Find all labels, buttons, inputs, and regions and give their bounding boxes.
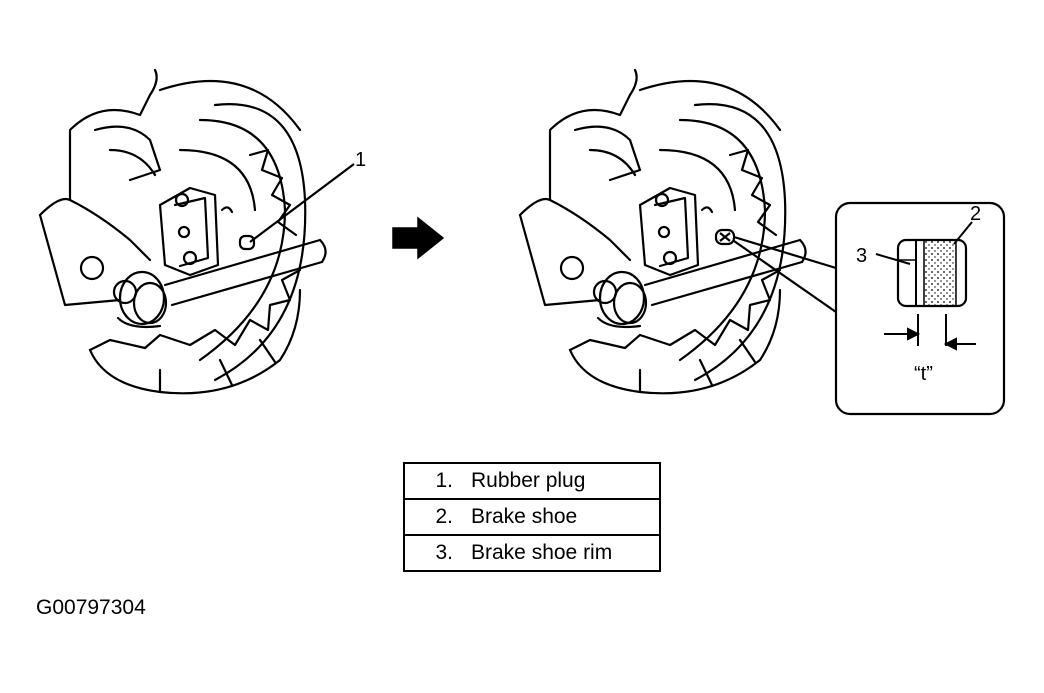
left-assembly-view — [38, 68, 327, 395]
rubber-plug-marker — [238, 163, 355, 251]
legend-row: 2. Brake shoe — [405, 500, 659, 536]
callout-3-label: 3 — [856, 245, 867, 267]
legend-label: Brake shoe — [471, 505, 578, 528]
right-assembly-view — [518, 68, 807, 395]
right-arrow-icon — [392, 216, 445, 260]
callout-1-label: 1 — [355, 149, 366, 171]
legend-number: 3. — [435, 541, 453, 564]
callout-2-label: 2 — [970, 203, 981, 225]
callout-3-leader — [875, 253, 911, 265]
parts-legend-table: 1. Rubber plug 2. Brake shoe 3. Brake sh… — [403, 462, 661, 572]
legend-number: 2. — [435, 505, 453, 528]
brake-shoe-section — [896, 238, 968, 308]
legend-label: Rubber plug — [471, 469, 586, 492]
legend-label: Brake shoe rim — [471, 541, 613, 564]
legend-row: 3. Brake shoe rim — [405, 536, 659, 570]
callout-2-leader — [953, 221, 973, 245]
thickness-dimension — [884, 314, 976, 351]
detail-inset — [834, 201, 1006, 416]
thickness-label: “t” — [914, 363, 933, 385]
inspection-hole-marker — [714, 228, 837, 313]
legend-row: 1. Rubber plug — [405, 464, 659, 500]
legend-number: 1. — [435, 469, 453, 492]
figure-id: G00797304 — [36, 596, 146, 619]
